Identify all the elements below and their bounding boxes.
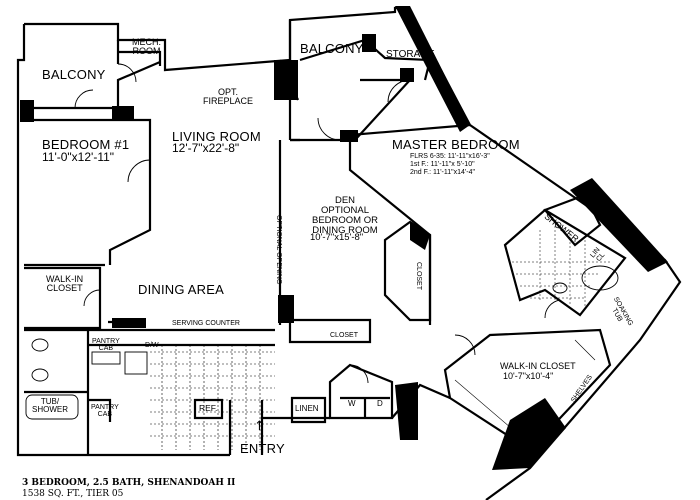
door-swing [74,89,94,109]
hall-closet-label: CLOSET [330,332,359,339]
closet-shelves [454,339,596,441]
entry-wall [228,383,451,455]
door-swing [454,334,476,356]
dining-area-label: DINING AREA [138,282,224,297]
tub-shower-label: TUB/ SHOWER [32,397,68,415]
storage-label: STORAGE [386,49,435,60]
column [410,222,430,250]
mech-room-wall [116,40,162,66]
entry-arrow: ↑ [254,419,265,434]
toilet [31,368,49,382]
plan-caption: 3 BEDROOM, 2.5 BATH, SHENANDOAH II 1538 … [22,478,235,500]
master-bedroom-label: MASTER BEDROOM [392,137,520,152]
soaking-tub [581,265,619,291]
door-swing [317,117,341,141]
walls [16,6,682,500]
door-swing [127,159,151,183]
entry-label: ENTRY [240,441,285,456]
pantry-cab-bottom-label: PANTRY CAB [91,404,119,419]
den-dim: 10'-7"x15'-8" [310,232,364,243]
caption-line1: 3 BEDROOM, 2.5 BATH, SHENANDOAH II [22,478,236,488]
linen-label: LINEN [295,404,319,413]
master-bath-tile [512,222,610,310]
door-swing [117,63,137,83]
toilet [552,282,568,294]
column [112,318,146,328]
laundry-wall [328,363,394,420]
bedroom1-dim: 11'-0"x12'-11" [42,150,115,164]
column [395,6,470,132]
master-flrs-2: 1st F.: 11'-11"x 5'-10" [410,161,475,168]
door-swing [544,299,561,319]
den-closet-label: CLOSET [415,262,422,291]
door-swing [349,364,369,384]
column [340,130,358,142]
master-flrs-1: FLRS 6-35: 11'-11"x16'-3" [410,153,490,160]
column [570,178,668,272]
structural-columns [20,6,668,470]
opt-fireplace-label: OPT. FIREPLACE [203,87,254,107]
walkin-master-label: WALK-IN CLOSET [500,361,576,371]
sink [91,351,121,365]
range [124,351,148,375]
door-swing [83,289,101,307]
fixtures [25,265,619,420]
door-swing [387,79,411,103]
column [278,295,294,323]
column [362,34,376,52]
balcony-left-label: BALCONY [42,67,106,82]
outer-wall [24,6,682,500]
door-swings [74,63,561,384]
walkin-master-dim: 10'-7"x10'-4" [503,371,554,381]
kitchen-tile [150,345,275,450]
bathtub [25,394,79,420]
washer-label: W [348,399,356,408]
outer-wall-left [16,24,230,457]
linen-wall [290,396,327,424]
living-room-label: LIVING ROOM [172,129,261,144]
bedroom1-label: BEDROOM #1 [42,137,130,152]
den-label: DEN OPTIONAL BEDROOM OR DINING ROOM [312,195,378,236]
ref-label: REF. [199,403,218,413]
dryer-label: D [377,399,383,408]
bedroom1-wall [24,118,152,267]
walkin-left-wall [24,266,102,330]
master-flrs-3: 2nd F.: 11'-11"x14'-4" [410,169,475,176]
walkin-left-label: WALK-IN CLOSET [46,274,84,294]
column [274,60,298,100]
mech-room-label: MECH. ROOM [132,37,161,57]
balcony-right-label: BALCONY [300,41,364,56]
serving-counter-label: SERVING COUNTER [172,320,240,327]
column [400,68,414,82]
column [395,382,418,440]
toilet [31,338,49,352]
balcony-left-wall [28,60,161,110]
optional-opening-label: OPTIONAL OPENING [275,215,282,285]
hall-closet-wall [288,318,372,344]
column [20,100,34,122]
master-bath-wall [503,193,627,317]
living-room-dim: 12'-7"x22'-8" [172,141,240,155]
pantry-cab-top-label: PANTRY CAB [92,338,120,353]
column [112,106,134,120]
column [492,398,566,470]
dw-label: D/W [145,342,159,349]
caption-line2: 1538 SQ. FT., TIER 05 [22,489,124,499]
